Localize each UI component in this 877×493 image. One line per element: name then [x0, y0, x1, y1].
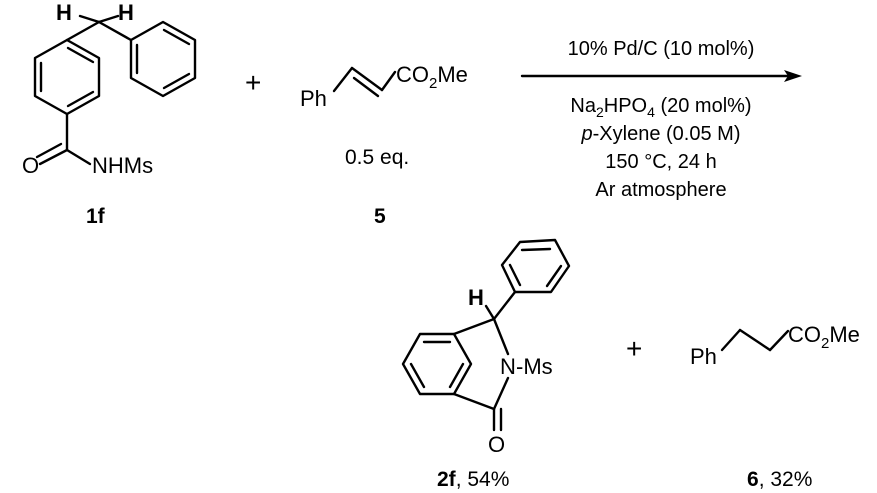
compound-label-5: 5: [374, 205, 386, 228]
condition-solvent: p-Xylene (0.05 M): [581, 123, 741, 145]
reaction-arrow: [520, 70, 802, 82]
plus-sign-reactants: +: [245, 67, 261, 98]
condition-atmosphere: Ar atmosphere: [595, 179, 726, 201]
condition-temperature-time: 150 °C, 24 h: [605, 151, 716, 173]
condition-base: Na2HPO4 (20 mol%): [570, 95, 751, 120]
compound-label-1f: 1f: [86, 205, 106, 228]
hydrogen-atom-left: H: [56, 0, 72, 25]
lactam-oxygen: O: [488, 432, 505, 457]
carbonyl-oxygen: O: [22, 153, 39, 178]
condition-catalyst: 10% Pd/C (10 mol%): [568, 38, 755, 60]
equivalents-text: 0.5 eq.: [345, 146, 409, 169]
reactant-5-structure: [332, 66, 397, 98]
mesyl-group: -Ms: [516, 354, 553, 379]
product-6-caption: 6, 32%: [747, 468, 812, 491]
phenyl-group: Ph: [300, 86, 327, 111]
plus-sign-products: +: [626, 333, 642, 364]
hydrogen-atom-2f: H: [468, 285, 484, 310]
product-2f-structure: [401, 238, 571, 432]
phenyl-group-6: Ph: [690, 344, 717, 369]
benzene-ring-right: [129, 20, 197, 98]
reactant-1f-structure: [33, 14, 197, 166]
product-6-structure: [720, 328, 790, 352]
nitrogen-atom: N: [500, 354, 516, 379]
product-2f-caption: 2f, 54%: [437, 468, 509, 491]
benzene-ring-left: [33, 38, 101, 116]
ester-group: CO2Me: [396, 62, 468, 92]
hydrogen-atom-right: H: [118, 0, 134, 25]
nhms-group: NHMs: [92, 153, 153, 178]
phenyl-ring-2f: [500, 238, 571, 294]
ester-group-6: CO2Me: [788, 322, 860, 352]
